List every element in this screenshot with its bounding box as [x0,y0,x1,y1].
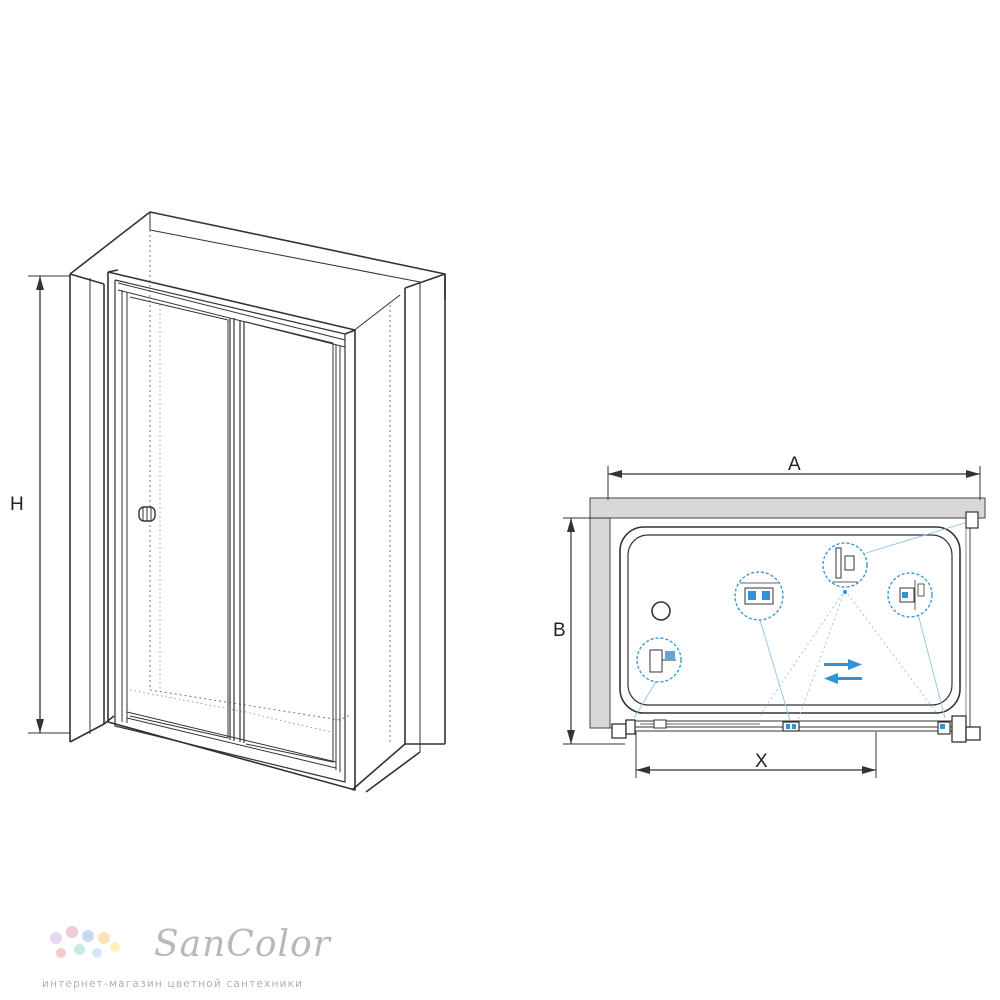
door-track [611,511,981,743]
front-view [69,211,446,793]
logo-dot [56,948,66,958]
logo-dot [74,944,85,955]
height-label: H [10,494,24,515]
sancolor-logo: SanColor интернет-магазин цветной сантех… [40,922,340,992]
plan-walls [589,497,986,740]
logo-dot [92,948,102,958]
door-panels [129,296,334,763]
logo-dot [110,942,120,952]
logo-tagline: интернет-магазин цветной сантехники [42,978,304,990]
detail-circle-bracket [734,571,784,621]
plan-view: A B X [553,454,986,778]
width-label: A [788,454,801,475]
detail-circle-top-fixing [822,542,868,594]
door-handle-icon [138,506,156,522]
logo-dot [50,932,62,944]
detail-leaders [633,521,969,721]
depth-label: B [553,620,566,641]
depth-dimension [563,517,625,745]
opening-dimension [635,732,877,778]
logo-dot [82,930,94,942]
opening-label: X [755,751,768,772]
logo-dot [66,926,78,938]
shower-tray [619,526,961,714]
drain-icon [651,601,671,621]
logo-name: SanColor [154,924,331,965]
detail-circle-hinge [887,572,933,618]
logo-dot [98,932,110,944]
door-direction-arrows-icon [824,659,862,684]
width-dimension [607,466,981,500]
height-dimension [28,275,70,734]
niche-walls [69,211,446,793]
detail-circle-wall-profile [636,637,682,683]
door-frame [107,269,356,791]
